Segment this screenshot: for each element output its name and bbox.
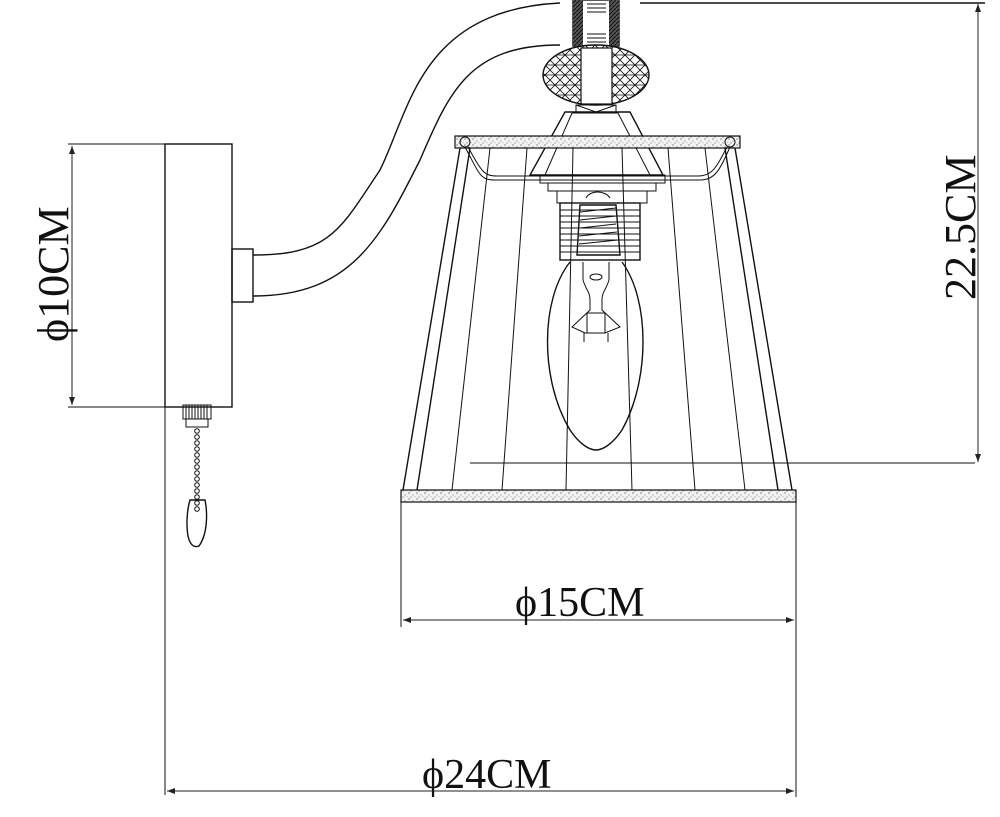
cage-shade-frame	[402, 147, 975, 491]
dimension-label-shade: ϕ15CM	[515, 580, 644, 626]
curved-arm	[252, 2, 985, 297]
top-coupling	[572, 0, 620, 47]
dimension-label-height: 22.5CM	[936, 155, 985, 300]
dimension-overall-width: ϕ24CM	[167, 627, 797, 798]
decorative-knurled-knob	[542, 44, 650, 113]
wall-backplate	[68, 143, 254, 795]
pull-chain-switch	[182, 404, 212, 548]
dimension-height: 22.5CM	[936, 4, 985, 462]
candle-bulb	[546, 261, 644, 451]
dimension-label-overall: ϕ24CM	[422, 752, 551, 798]
shade-top-ring	[454, 135, 741, 181]
dimension-shade-diameter: ϕ15CM	[400, 502, 797, 627]
dimension-label-backplate: ϕ10CM	[29, 206, 78, 342]
pull-chain	[194, 428, 200, 512]
pull-chain-pendant	[186, 499, 208, 548]
shade-bottom-ring	[400, 489, 797, 503]
dimension-backplate-diameter: ϕ10CM	[29, 146, 78, 405]
bulb-socket	[539, 174, 666, 261]
